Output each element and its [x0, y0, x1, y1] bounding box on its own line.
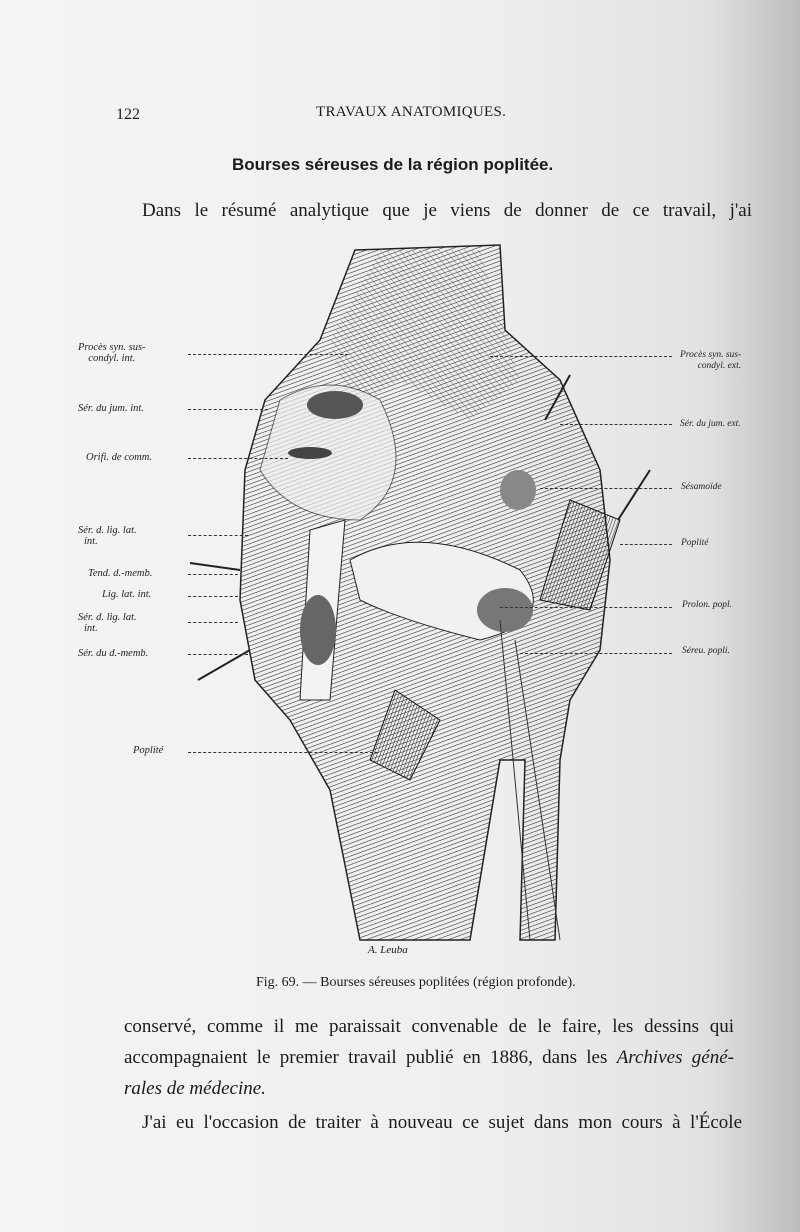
label-prolon-popl: Prolon. popl.: [682, 600, 733, 610]
figure-caption: Fig. 69. — Bourses séreuses poplitées (r…: [256, 975, 576, 990]
label-proces-syn-ext: Procès syn. sus-condyl. ext.: [680, 350, 742, 371]
label-sereu-popli: Séreu. popli.: [682, 646, 730, 656]
label-poplite-left: Poplité: [133, 745, 164, 756]
label-poplite-right: Poplité: [681, 538, 709, 548]
label-ser-d-memb: Sér. du d.-memb.: [78, 648, 149, 659]
artist-signature: A. Leuba: [368, 944, 408, 956]
page-number: 122: [116, 106, 140, 123]
body-line-2: accompagnaient le premier travail publié…: [124, 1047, 734, 1068]
label-sesamoide: Sésamoïde: [681, 482, 722, 492]
section-title: Bourses séreuses de la région poplitée.: [232, 155, 554, 174]
label-proces-syn-int: Procès syn. sus-condyl. int.: [78, 342, 146, 364]
label-lig-lat-int: Lig. lat. int.: [102, 589, 152, 600]
label-ser-jum-int: Sér. du jum. int.: [78, 403, 144, 414]
label-tend-memb: Tend. d.-memb.: [88, 568, 153, 579]
label-ser-lig-lat-int-2: Sér. d. lig. lat.int.: [78, 612, 137, 634]
body-line-4: J'ai eu l'occasion de traiter à nouveau …: [142, 1112, 742, 1133]
label-orifi-comm: Orifi. de comm.: [86, 452, 152, 463]
intro-line: Dans le résumé analytique que je viens d…: [142, 200, 752, 221]
body-line-1: conservé, comme il me paraissait convena…: [124, 1016, 734, 1037]
label-ser-lig-lat-int-1: Sér. d. lig. lat.int.: [78, 525, 137, 547]
body-line-3: rales de médecine.: [124, 1078, 266, 1099]
label-ser-jum-ext: Sér. du jum. ext.: [680, 419, 741, 429]
running-title: TRAVAUX ANATOMIQUES.: [316, 104, 507, 120]
